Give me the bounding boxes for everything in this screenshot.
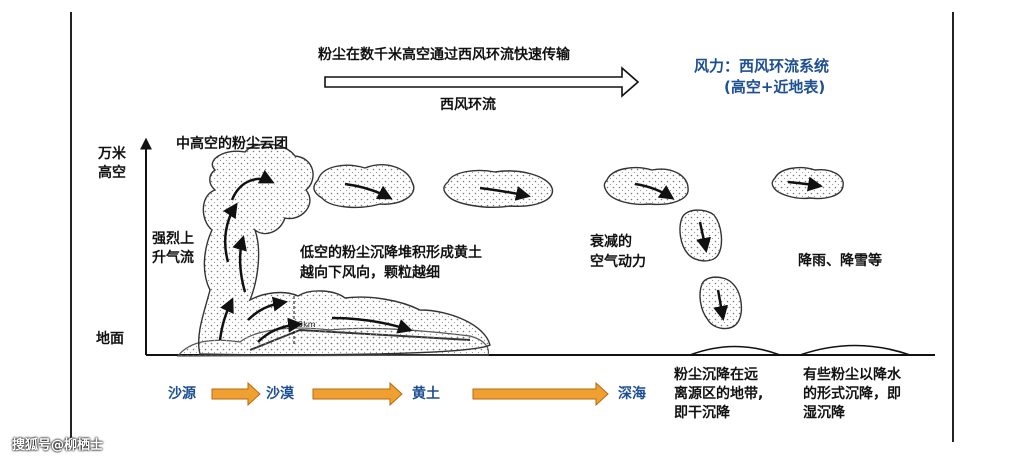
top-caption: 粉尘在数千米高空通过西风环流快速传输 bbox=[318, 47, 570, 63]
westerly-arrow bbox=[324, 66, 640, 98]
stage-arrow-2 bbox=[312, 381, 403, 407]
stage-sand-source: 沙源 bbox=[168, 386, 196, 402]
cloud-cluster-label: 中高空的粉尘云团 bbox=[176, 136, 288, 152]
westerly-label: 西风环流 bbox=[440, 97, 496, 113]
dust-cloud-3 bbox=[603, 167, 689, 206]
wet-deposit-label: 有些粉尘以降水 的形式沉降，即 湿沉降 bbox=[803, 367, 901, 421]
force-title: 风力：西风环流系统 bbox=[694, 57, 830, 75]
low-deposit-label: 低空的粉尘沉降堆积形成黄土 越向下风向，颗粒越细 bbox=[300, 245, 482, 281]
stage-deep-sea: 深海 bbox=[618, 386, 646, 402]
updraft-label: 强烈上 升气流 bbox=[152, 231, 194, 266]
height-mark: 3km bbox=[298, 320, 316, 329]
dust-cloud-2 bbox=[443, 169, 554, 208]
convective-cloud bbox=[197, 143, 491, 356]
wet-deposit-mound bbox=[799, 344, 911, 356]
dry-deposit-mound bbox=[689, 345, 781, 356]
stage-desert: 沙漠 bbox=[266, 386, 294, 402]
watermark: 搜狐号@柳栖士 bbox=[12, 438, 104, 453]
stage-arrow-3 bbox=[472, 381, 609, 407]
precip-label: 降雨、降雪等 bbox=[798, 253, 882, 269]
weakened-label: 衰减的 空气动力 bbox=[590, 234, 646, 270]
axis-bottom-label: 地面 bbox=[96, 331, 124, 347]
force-subtitle: (高空+近地表) bbox=[724, 78, 826, 96]
dust-cloud-4 bbox=[771, 166, 844, 200]
dust-cloud-6 bbox=[699, 276, 743, 330]
dust-cloud-1 bbox=[313, 164, 415, 209]
dust-cloud-5 bbox=[679, 209, 723, 262]
axis-top-label: 万米 高空 bbox=[98, 146, 126, 181]
stage-arrow-1 bbox=[211, 381, 261, 407]
stage-loess: 黄土 bbox=[412, 386, 440, 402]
dry-deposit-label: 粉尘沉降在远 离源区的地带, 即干沉降 bbox=[674, 367, 764, 421]
diagram-frame bbox=[70, 12, 954, 442]
